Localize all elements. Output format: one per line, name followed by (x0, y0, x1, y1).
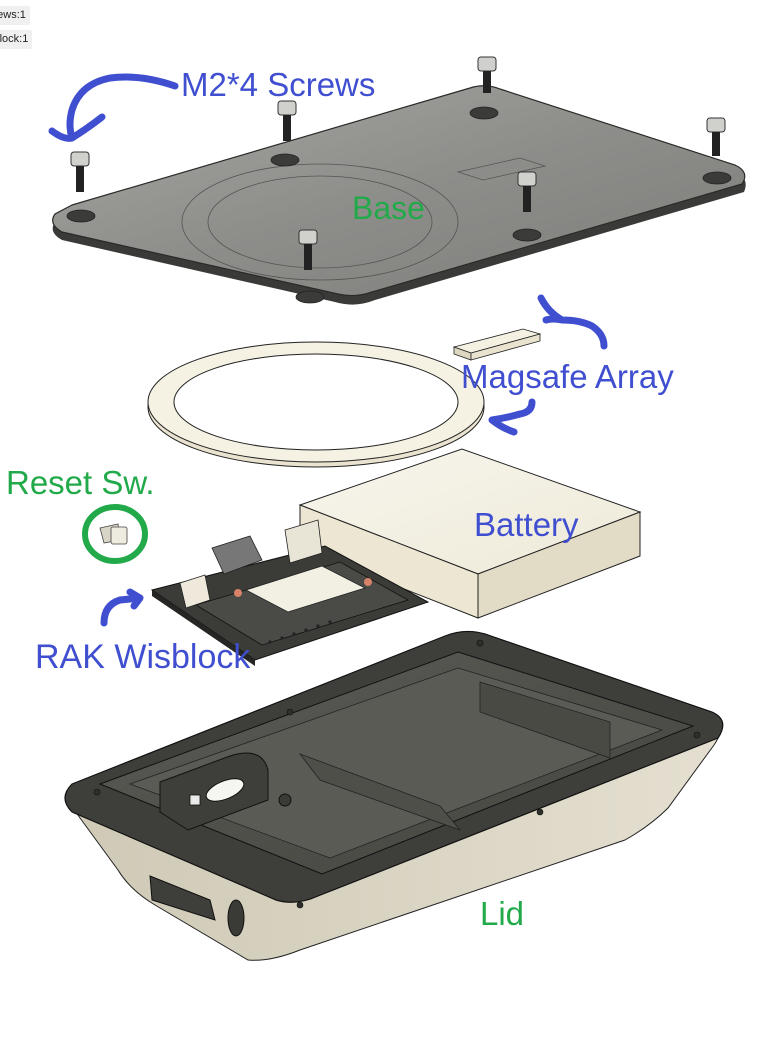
label-lid: Lid (480, 895, 525, 932)
magsafe-ring (147, 341, 485, 468)
magsafe-arrow-lower-icon (488, 398, 536, 436)
label-magsafe-array: Magsafe Array (461, 358, 674, 395)
browser-tag-wisblock[interactable]: sblock:1 (0, 30, 33, 49)
label-reset-switch: Reset Sw. (6, 464, 155, 501)
screw-icon (70, 151, 90, 192)
screw-icon (706, 117, 726, 156)
magsafe-arrow-upper-icon (537, 294, 608, 350)
screw-icon (517, 171, 537, 212)
screw-icon (477, 56, 497, 93)
magnet-bar (452, 328, 542, 361)
base-screw-holes (66, 106, 732, 304)
screws-arrow-icon (48, 73, 179, 142)
base-plate (52, 85, 746, 305)
screws (70, 56, 726, 270)
label-screws: M2*4 Screws (181, 66, 376, 103)
battery-pack (298, 448, 642, 619)
screw-icon (298, 229, 318, 270)
screw-icon (277, 100, 297, 141)
lid-enclosure (64, 630, 724, 961)
label-battery: Battery (474, 506, 579, 543)
reset-switch (99, 523, 128, 545)
rak-wisblock-board (150, 519, 430, 666)
wisblock-arrow-icon (100, 588, 144, 627)
label-base: Base (352, 190, 425, 226)
label-rak-wisblock: RAK Wisblock (35, 638, 251, 676)
browser-tag-wisblock-label: sblock:1 (0, 33, 29, 45)
reset-switch-highlight-icon (82, 504, 148, 564)
browser-tag-screws-label: crews:1 (0, 9, 26, 21)
browser-tag-screws[interactable]: crews:1 (0, 6, 30, 25)
